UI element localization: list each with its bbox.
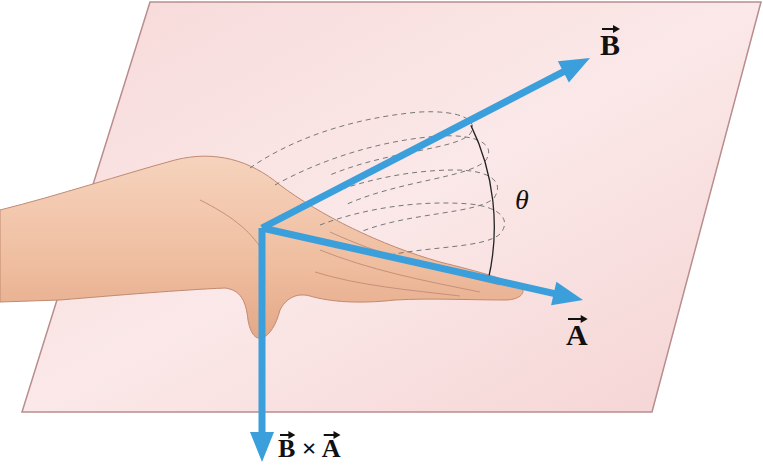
dashed-finger — [300, 170, 498, 232]
vector-a-shaft — [262, 228, 556, 294]
vector-label: A — [566, 320, 588, 350]
vector-label: B × A — [278, 436, 341, 462]
palm-line — [200, 200, 262, 250]
dashed-finger — [250, 112, 473, 175]
vector-b-shaft — [262, 71, 565, 228]
finger-line — [315, 272, 460, 296]
vector-label: B — [600, 30, 620, 60]
vector-cross-product-shaft — [259, 228, 266, 434]
angle-arc — [471, 125, 494, 279]
vectors — [250, 58, 590, 462]
dashed-finger — [275, 136, 489, 205]
vector-a-head — [551, 282, 583, 305]
vector-cross-product-head — [250, 432, 274, 462]
vector-b-head — [558, 58, 590, 82]
angle-label: θ — [515, 186, 529, 214]
